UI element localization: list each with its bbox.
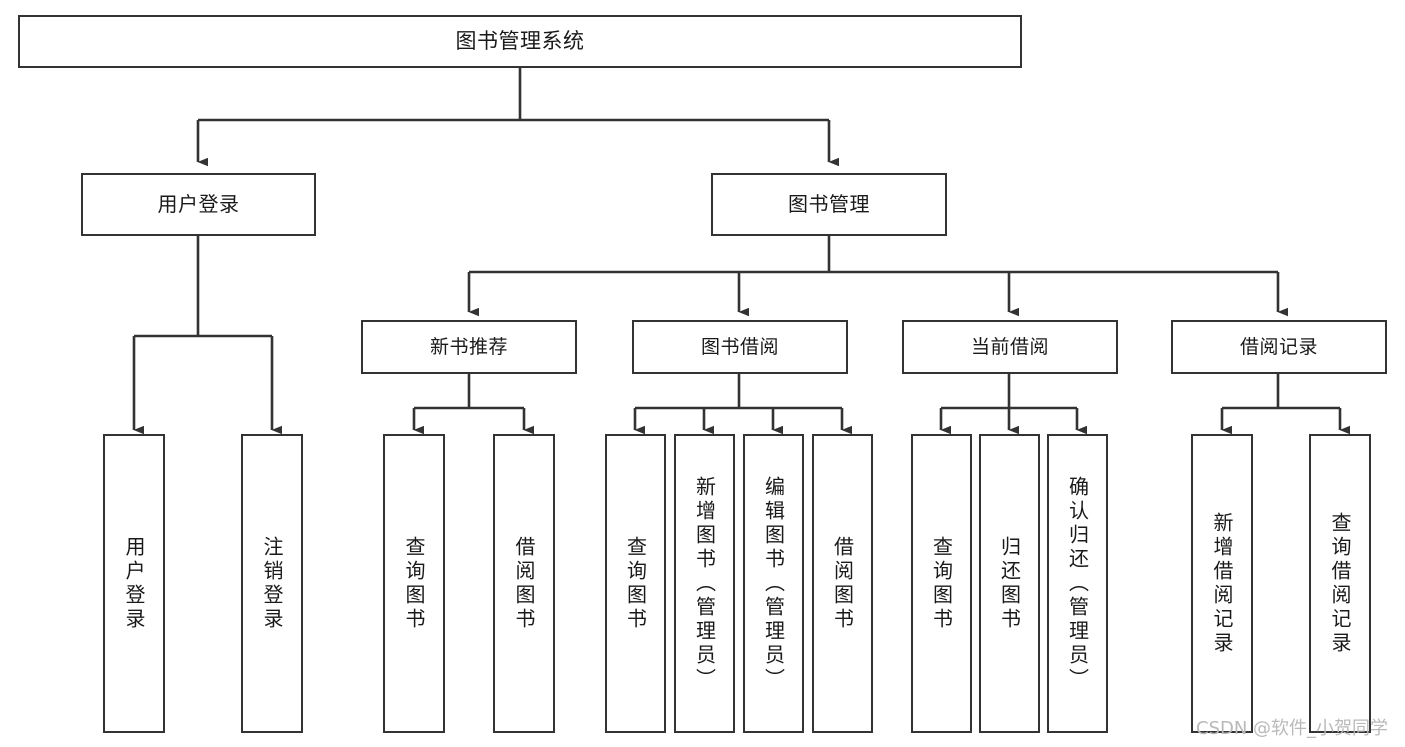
- node-new-book-recommend[interactable]: 新书推荐: [361, 320, 577, 374]
- node-book-borrow[interactable]: 图书借阅: [632, 320, 848, 374]
- node-label: 查询图书: [623, 535, 648, 632]
- node-root-system[interactable]: 图书管理系统: [18, 15, 1022, 68]
- node-label: 查询图书: [929, 535, 954, 632]
- node-label: 新增借阅记录: [1210, 511, 1234, 656]
- node-label: 用户登录: [157, 191, 240, 216]
- node-user-login[interactable]: 用户登录: [81, 173, 316, 236]
- leaf-user-logout[interactable]: 注销登录: [241, 434, 303, 733]
- leaf-confirm-return-admin[interactable]: 确认归还（管理员）: [1047, 434, 1108, 733]
- leaf-query-book-current[interactable]: 查询图书: [911, 434, 972, 733]
- node-label: 编辑图书（管理员）: [761, 475, 786, 692]
- node-label: 用户登录: [122, 535, 146, 632]
- node-label: 注销登录: [260, 535, 284, 632]
- node-label: 查询图书: [402, 535, 426, 632]
- leaf-return-book[interactable]: 归还图书: [979, 434, 1040, 733]
- leaf-borrow-book-recommend[interactable]: 借阅图书: [493, 434, 555, 733]
- node-book-manage[interactable]: 图书管理: [711, 173, 947, 236]
- node-label: 图书管理: [788, 191, 870, 216]
- leaf-query-borrow-record[interactable]: 查询借阅记录: [1309, 434, 1371, 733]
- leaf-borrow-book[interactable]: 借阅图书: [812, 434, 873, 733]
- leaf-edit-book-admin[interactable]: 编辑图书（管理员）: [743, 434, 804, 733]
- leaf-add-borrow-record[interactable]: 新增借阅记录: [1191, 434, 1253, 733]
- node-label: 归还图书: [997, 535, 1022, 632]
- node-label: 图书借阅: [700, 335, 779, 358]
- leaf-user-login[interactable]: 用户登录: [103, 434, 165, 733]
- node-label: 当前借阅: [970, 335, 1049, 358]
- node-label: 确认归还（管理员）: [1065, 475, 1090, 692]
- node-label: 新书推荐: [429, 335, 508, 358]
- node-label: 借阅图书: [830, 535, 855, 632]
- node-label: 借阅记录: [1239, 335, 1318, 358]
- leaf-query-book-recommend[interactable]: 查询图书: [383, 434, 445, 733]
- node-current-borrow[interactable]: 当前借阅: [902, 320, 1118, 374]
- watermark: CSDN @软件_小贺同学: [1196, 718, 1389, 739]
- node-label: 新增图书（管理员）: [692, 475, 717, 692]
- node-label: 借阅图书: [512, 535, 536, 632]
- leaf-add-book-admin[interactable]: 新增图书（管理员）: [674, 434, 735, 733]
- node-label: 图书管理系统: [455, 29, 585, 54]
- leaf-query-book-borrow[interactable]: 查询图书: [605, 434, 666, 733]
- node-borrow-record[interactable]: 借阅记录: [1171, 320, 1387, 374]
- node-label: 查询借阅记录: [1328, 511, 1352, 656]
